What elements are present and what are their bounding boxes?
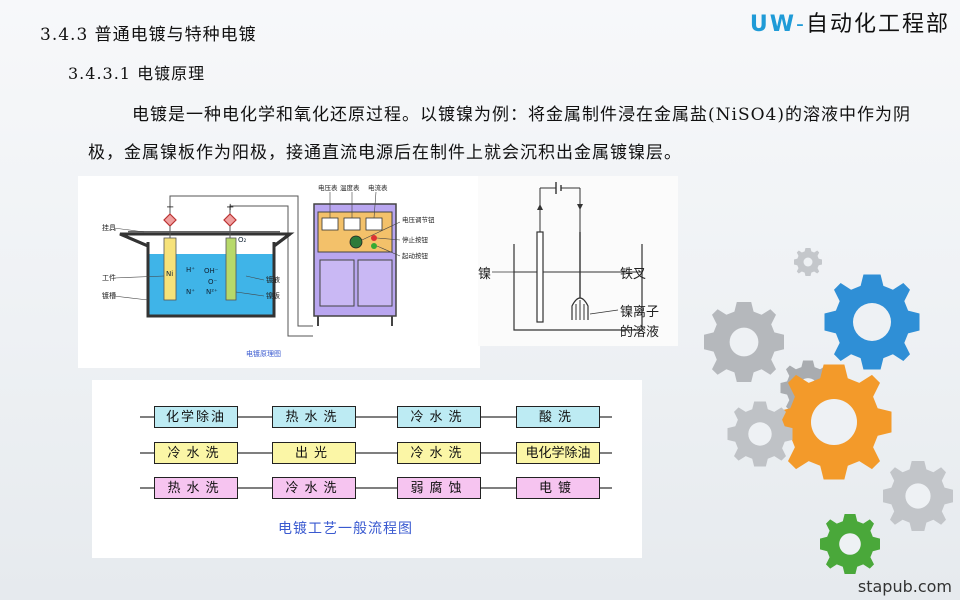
positive-terminal-icon: [223, 213, 237, 227]
flow-step: 弱腐蚀: [397, 477, 481, 499]
brand-logo: UW-自动化工程部: [750, 6, 950, 38]
flow-step: 冷水洗: [154, 442, 238, 464]
brand-name: 自动化工程部: [805, 12, 950, 37]
flow-step: 出光: [272, 442, 356, 464]
flow-step: 热水洗: [272, 406, 356, 428]
flow-step: 冷水洗: [397, 442, 481, 464]
section-title: 3.4.3 普通电镀与特种电镀: [40, 25, 257, 45]
duocao-label: 镀槽: [102, 291, 116, 300]
o2-label: O₂: [238, 236, 247, 244]
nie-label: 镍: [478, 267, 491, 282]
oh-minus-label: OH⁻: [204, 267, 219, 275]
nieban-label: 镍板: [266, 291, 280, 300]
brand-dash: -: [796, 12, 806, 37]
flow-step: 电化学除油: [516, 442, 600, 464]
voltmeter-label: 电压表: [318, 183, 338, 192]
green-gear-icon: [820, 514, 880, 574]
process-flow-chart: 化学除油热水洗冷水洗酸洗冷水洗出光冷水洗电化学除油热水洗冷水洗弱腐蚀电镀 电镀工…: [92, 380, 642, 558]
gray-gear-small-icon: [794, 248, 822, 276]
o-minus-label: O⁻: [208, 278, 218, 286]
guaju-label: 挂具: [102, 223, 116, 232]
tiecha-label: 铁叉: [620, 267, 646, 282]
subsection-title: 3.4.3.1 电镀原理: [68, 64, 206, 83]
flow-caption: 电镀工艺一般流程图: [278, 521, 413, 537]
body-paragraph: 电镀是一种电化学和氧化还原过程。以镀镍为例：将金属制件浸在金属盐(NiSO4)的…: [88, 105, 911, 163]
fork-icon: [571, 297, 589, 320]
gray-gear-bottom-icon: [727, 401, 793, 467]
h-plus-label: H⁺: [186, 266, 195, 274]
flow-step: 冷水洗: [272, 477, 356, 499]
flow-step: 冷水洗: [397, 406, 481, 428]
n-plus-label: N⁺: [186, 288, 195, 296]
orange-gear-icon: [776, 364, 892, 480]
thermometer-label: 温度表: [340, 183, 360, 192]
ammeter-label: 电流表: [368, 183, 388, 192]
nie-ion-label-1: 镍离子: [620, 304, 659, 320]
duye-label: 镀液: [266, 275, 280, 284]
brand-prefix: UW: [749, 12, 797, 37]
gongjian-label: 工件: [102, 273, 116, 282]
ni-label: Ni: [166, 270, 173, 278]
minus-label: −: [166, 202, 174, 213]
nie-ion-label-2: 的溶液: [620, 324, 659, 340]
stop-btn-label: 停止按钮: [402, 235, 429, 244]
start-btn-label: 起动按钮: [402, 251, 429, 260]
flow-step: 热水洗: [154, 477, 238, 499]
flow-step: 电镀: [516, 477, 600, 499]
gears-decoration: [704, 248, 953, 574]
ni-2plus-label: N²⁺: [206, 288, 218, 296]
nickel-plating-schematic: 镍 铁叉 镍离子 的溶液: [478, 176, 678, 346]
negative-terminal-icon: [163, 213, 177, 227]
volt-knob-label: 电压调节钮: [402, 215, 435, 224]
flow-step: 化学除油: [154, 406, 238, 428]
electroplating-principle-diagram: Ni H⁺ OH⁻ O⁻ N⁺ N²⁺ O₂ − + 挂具 工件 镀槽 镀液 镍…: [78, 176, 480, 368]
watermark: stapub.com: [857, 577, 952, 596]
principle-caption: 电镀原理图: [246, 349, 281, 358]
blue-gear-icon: [824, 274, 920, 370]
gray-gear-right-icon: [883, 461, 953, 531]
gray-gear-left-icon: [704, 302, 784, 382]
plus-label: +: [226, 202, 234, 213]
flow-step: 酸洗: [516, 406, 600, 428]
